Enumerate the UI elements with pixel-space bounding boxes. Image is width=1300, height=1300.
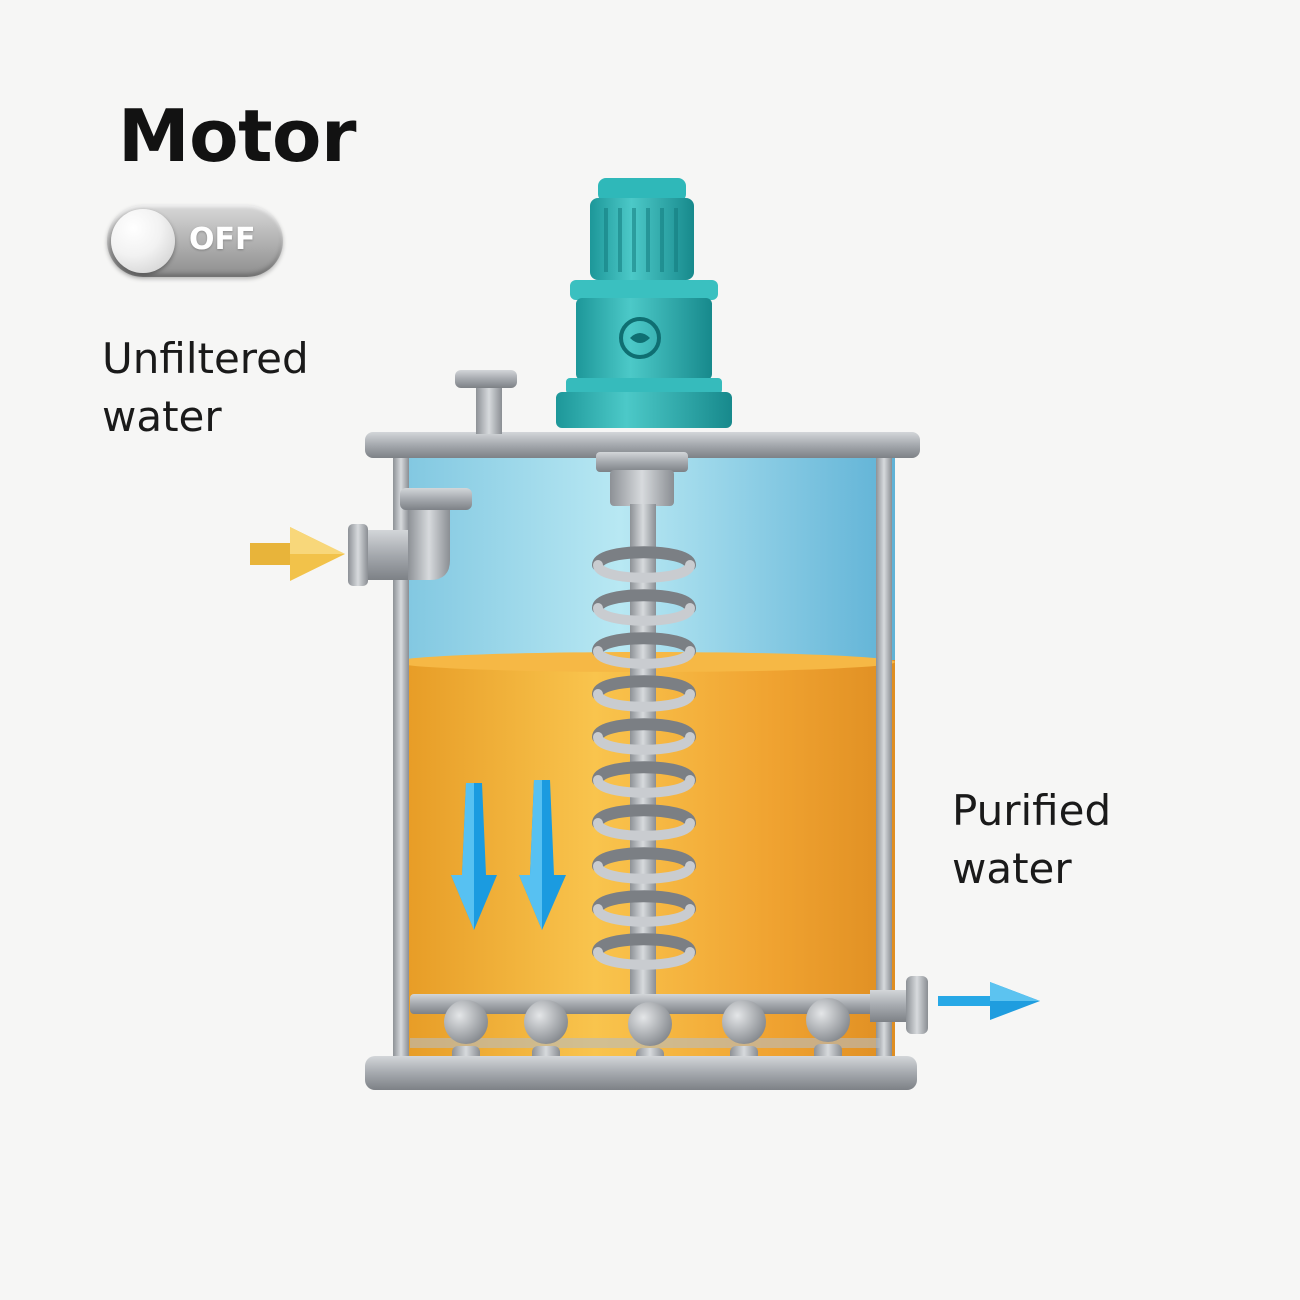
inlet-arrow-icon: [250, 527, 345, 581]
tank-base: [365, 1056, 917, 1090]
outlet-arrow-icon: [938, 982, 1040, 1020]
motor: [556, 178, 732, 428]
